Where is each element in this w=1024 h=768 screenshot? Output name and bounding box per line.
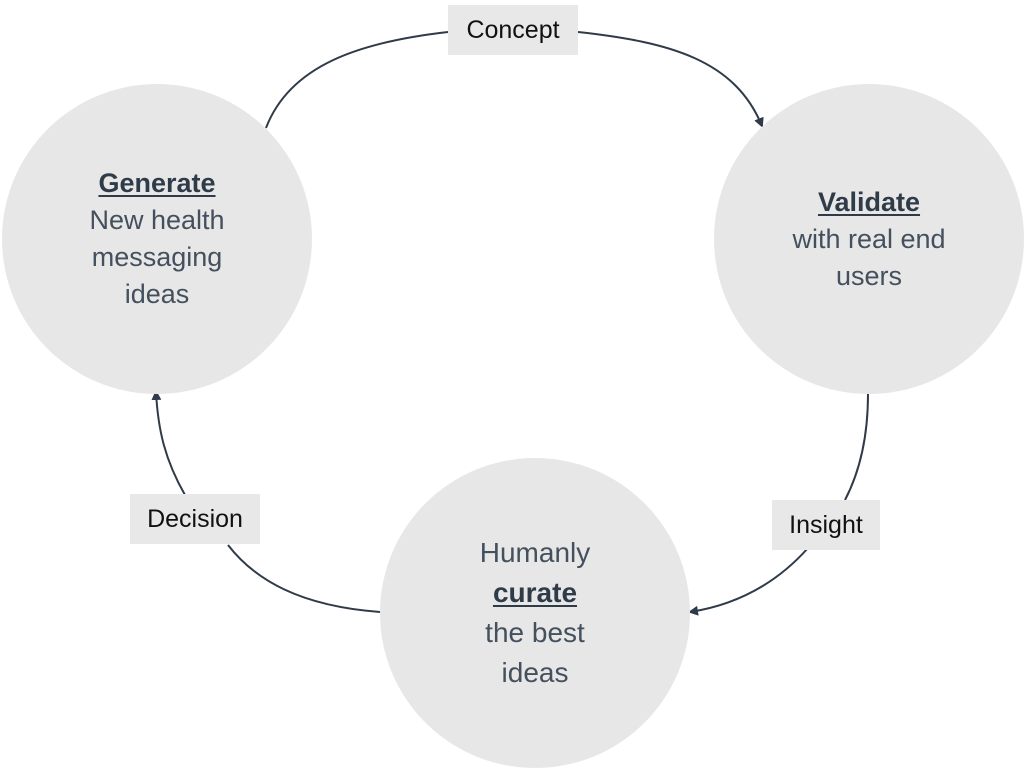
- edge-label-insight: Insight: [772, 500, 880, 550]
- node-curate-keyword: curate: [492, 577, 578, 608]
- arrow-generate-to-validate: [265, 31, 762, 128]
- node-generate-keyword: Generate: [98, 168, 216, 198]
- arrow-validate-to-curate: [690, 393, 869, 612]
- node-validate-line-1: with real end: [792, 223, 946, 254]
- node-generate-line-2: messaging: [91, 242, 223, 272]
- node-validate-line-2: users: [835, 260, 903, 291]
- node-validate: Validate with real end users: [714, 84, 1024, 394]
- node-validate-keyword: Validate: [817, 186, 921, 217]
- node-generate-line-3: ideas: [124, 279, 190, 309]
- node-curate: Humanly curate the best ideas: [380, 458, 690, 768]
- edge-label-concept-text: Concept: [466, 15, 560, 44]
- edge-label-insight-text: Insight: [789, 510, 863, 539]
- edge-label-concept: Concept: [448, 5, 578, 55]
- node-curate-line-2: ideas: [501, 657, 569, 688]
- node-generate: Generate New health messaging ideas: [2, 84, 312, 394]
- node-curate-prefix: Humanly: [479, 537, 591, 568]
- node-curate-line-1: the best: [485, 617, 585, 648]
- edge-label-decision-text: Decision: [147, 504, 243, 533]
- arrow-curate-to-generate: [156, 392, 381, 613]
- edge-label-decision: Decision: [130, 494, 260, 544]
- node-generate-line-1: New health: [89, 205, 225, 235]
